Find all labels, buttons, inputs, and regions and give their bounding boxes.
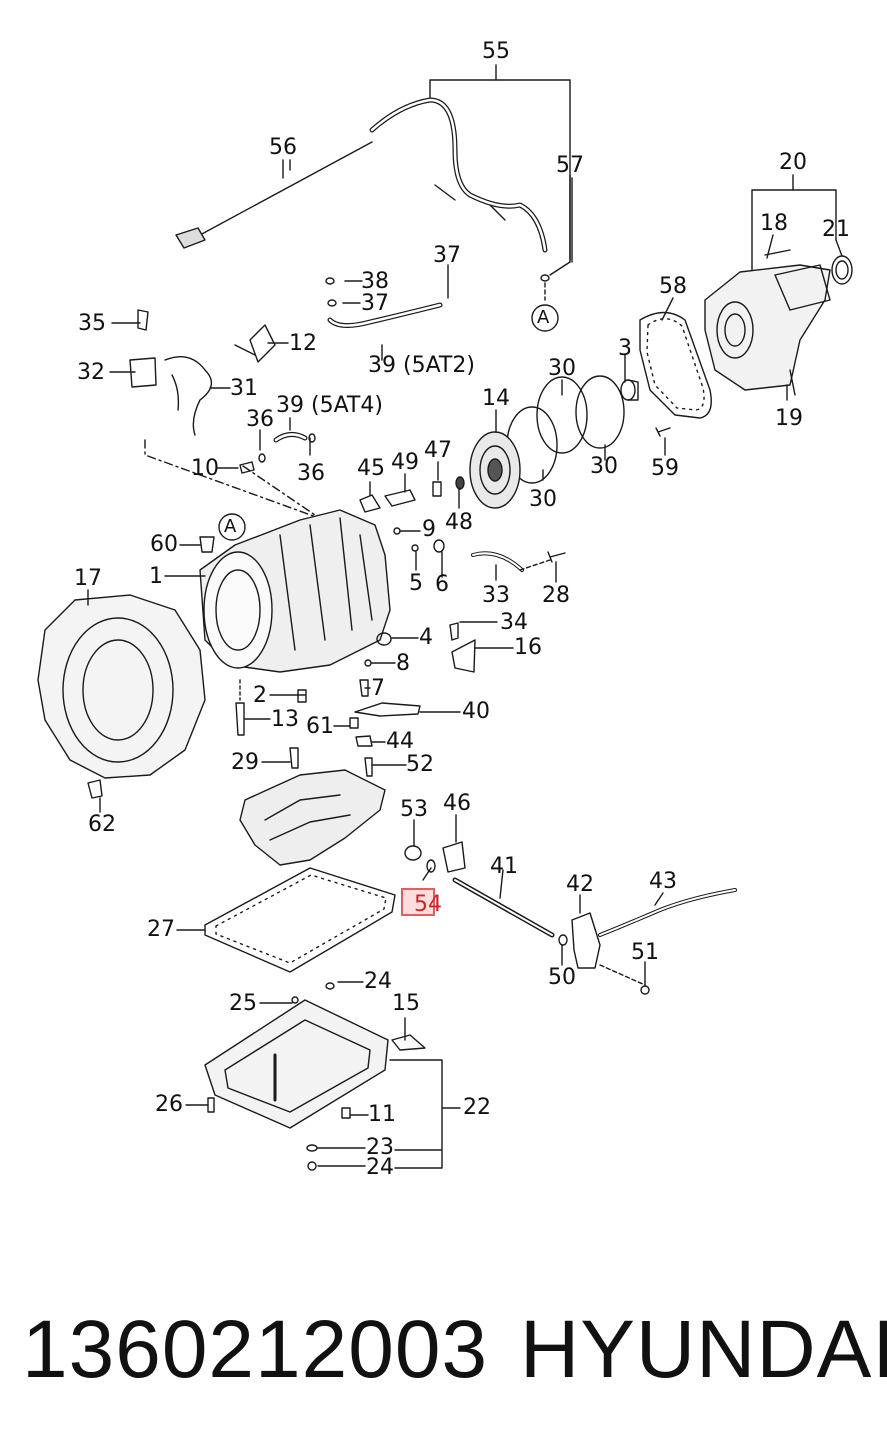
callout-30-right: 30 [590, 454, 618, 479]
exploded-parts-diagram: 55 56 57 20 18 21 37 38 37 39 (5AT2) 58 … [37, 39, 853, 1180]
callout-34: 34 [500, 610, 528, 635]
callout-39-5at2: 39 (5AT2) [368, 353, 475, 378]
callout-38: 38 [361, 269, 389, 294]
callout-49: 49 [391, 450, 419, 475]
callout-41: 41 [490, 854, 518, 879]
callout-6: 6 [435, 572, 449, 597]
callout-52: 52 [406, 752, 434, 777]
callout-51: 51 [631, 940, 659, 965]
callout-30-top: 30 [548, 356, 576, 381]
callout-47: 47 [424, 438, 452, 463]
callout-8: 8 [396, 651, 410, 676]
marker-circle-a-case [218, 513, 246, 541]
callout-50: 50 [548, 965, 576, 990]
callout-45: 45 [357, 456, 385, 481]
callout-40: 40 [462, 699, 490, 724]
callout-55: 55 [482, 39, 510, 64]
callout-1: 1 [149, 564, 163, 589]
callout-11: 11 [368, 1102, 396, 1127]
callout-31: 31 [230, 376, 258, 401]
callout-12: 12 [289, 331, 317, 356]
callout-37: 37 [361, 291, 389, 316]
callout-32: 32 [77, 360, 105, 385]
callout-14: 14 [482, 386, 510, 411]
callout-25: 25 [229, 991, 257, 1016]
callout-26: 26 [155, 1092, 183, 1117]
callout-23: 23 [366, 1135, 394, 1160]
callout-37-top: 37 [433, 243, 461, 268]
footer: 1360212003 HYUNDAI [0, 1300, 887, 1400]
callout-62: 62 [88, 812, 116, 837]
callout-58: 58 [659, 274, 687, 299]
callout-36-left: 36 [246, 407, 274, 432]
callout-53: 53 [400, 797, 428, 822]
callout-33: 33 [482, 583, 510, 608]
callout-27: 27 [147, 917, 175, 942]
marker-a-case-label: A [224, 516, 237, 537]
callout-7: 7 [371, 676, 385, 701]
callout-2: 2 [253, 683, 267, 708]
callout-17: 17 [74, 566, 102, 591]
callout-59: 59 [651, 456, 679, 481]
callout-28: 28 [542, 583, 570, 608]
callout-60: 60 [150, 532, 178, 557]
marker-circle-a-top [531, 304, 559, 332]
callout-5: 5 [409, 571, 423, 596]
callout-3: 3 [618, 336, 632, 361]
callout-46: 46 [443, 791, 471, 816]
callout-39-5at4: 39 (5AT4) [276, 393, 383, 418]
callout-10: 10 [191, 456, 219, 481]
brand-name: HYUNDAI [520, 1304, 887, 1395]
diagram-artwork [37, 64, 853, 1171]
callout-42: 42 [566, 872, 594, 897]
callout-20: 20 [779, 150, 807, 175]
callout-13: 13 [271, 707, 299, 732]
callout-54-highlighted: 54 [414, 892, 442, 917]
callout-29: 29 [231, 750, 259, 775]
callout-19: 19 [775, 406, 803, 431]
callout-35: 35 [78, 311, 106, 336]
highlighted-part-box [401, 888, 435, 916]
callout-56: 56 [269, 135, 297, 160]
callout-24-bottom: 24 [366, 1155, 394, 1180]
callout-61: 61 [306, 714, 334, 739]
callout-48: 48 [445, 510, 473, 535]
callout-15: 15 [392, 991, 420, 1016]
callout-44: 44 [386, 729, 414, 754]
callout-22: 22 [463, 1095, 491, 1120]
callout-24-top: 24 [364, 969, 392, 994]
callout-21: 21 [822, 217, 850, 242]
callout-4: 4 [419, 625, 433, 650]
callout-16: 16 [514, 635, 542, 660]
callout-43: 43 [649, 869, 677, 894]
callout-9: 9 [422, 517, 436, 542]
callout-30-bottom: 30 [529, 487, 557, 512]
marker-a-top-label: A [537, 307, 550, 328]
callout-57: 57 [556, 153, 584, 178]
callout-18: 18 [760, 211, 788, 236]
callout-36-right: 36 [297, 461, 325, 486]
part-number: 1360212003 [22, 1304, 489, 1395]
